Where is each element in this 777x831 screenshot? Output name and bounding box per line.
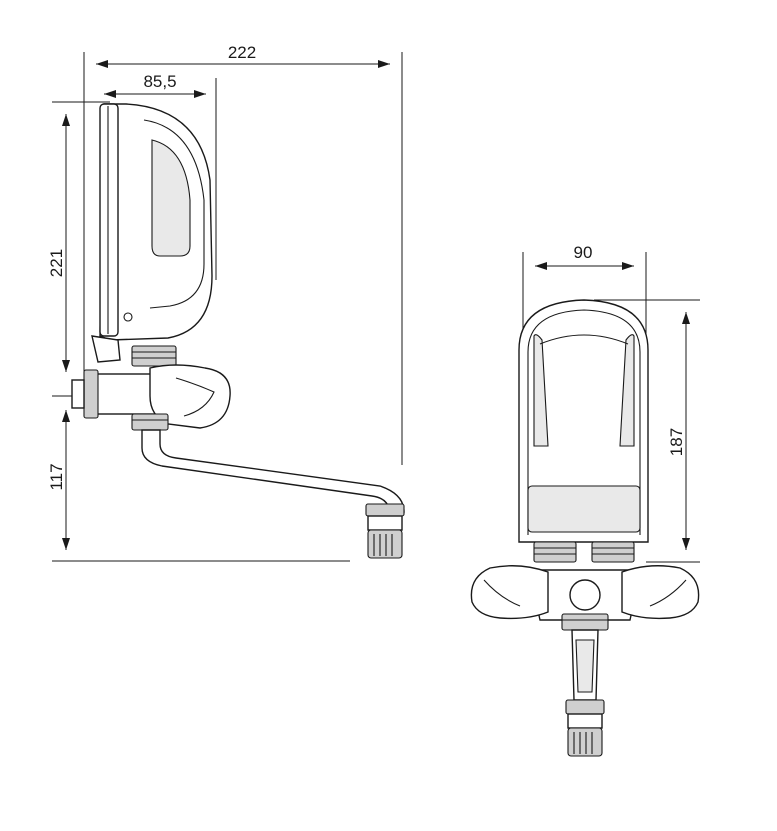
side-view: 222 85,5 221 117 — [47, 43, 405, 562]
left-knob — [470, 565, 549, 620]
dimension-label-depth: 85,5 — [143, 72, 176, 91]
dimension-label-total-width: 222 — [228, 43, 256, 62]
connector-nut-bottom — [131, 413, 169, 431]
dimension-label-front-height: 187 — [667, 428, 686, 456]
dimension-label-height: 221 — [47, 249, 66, 277]
heater-front-body — [518, 299, 649, 543]
right-knob — [621, 565, 700, 620]
aerator-front — [565, 699, 605, 757]
heater-side-body — [91, 103, 213, 363]
connector-nut-top — [131, 345, 177, 367]
front-view: 90 187 — [470, 243, 700, 757]
dimension-label-front-width: 90 — [574, 243, 593, 262]
dimension-label-outlet-height: 117 — [47, 463, 66, 490]
spout-arm — [141, 429, 405, 513]
valve-body-side — [71, 364, 231, 429]
aerator-side — [365, 503, 405, 559]
front-spout-pipe — [561, 613, 609, 701]
indicator-light-icon — [123, 312, 133, 322]
inlet-nut — [83, 369, 99, 419]
valve-body-front — [536, 569, 634, 621]
front-connector-nuts — [533, 541, 635, 563]
